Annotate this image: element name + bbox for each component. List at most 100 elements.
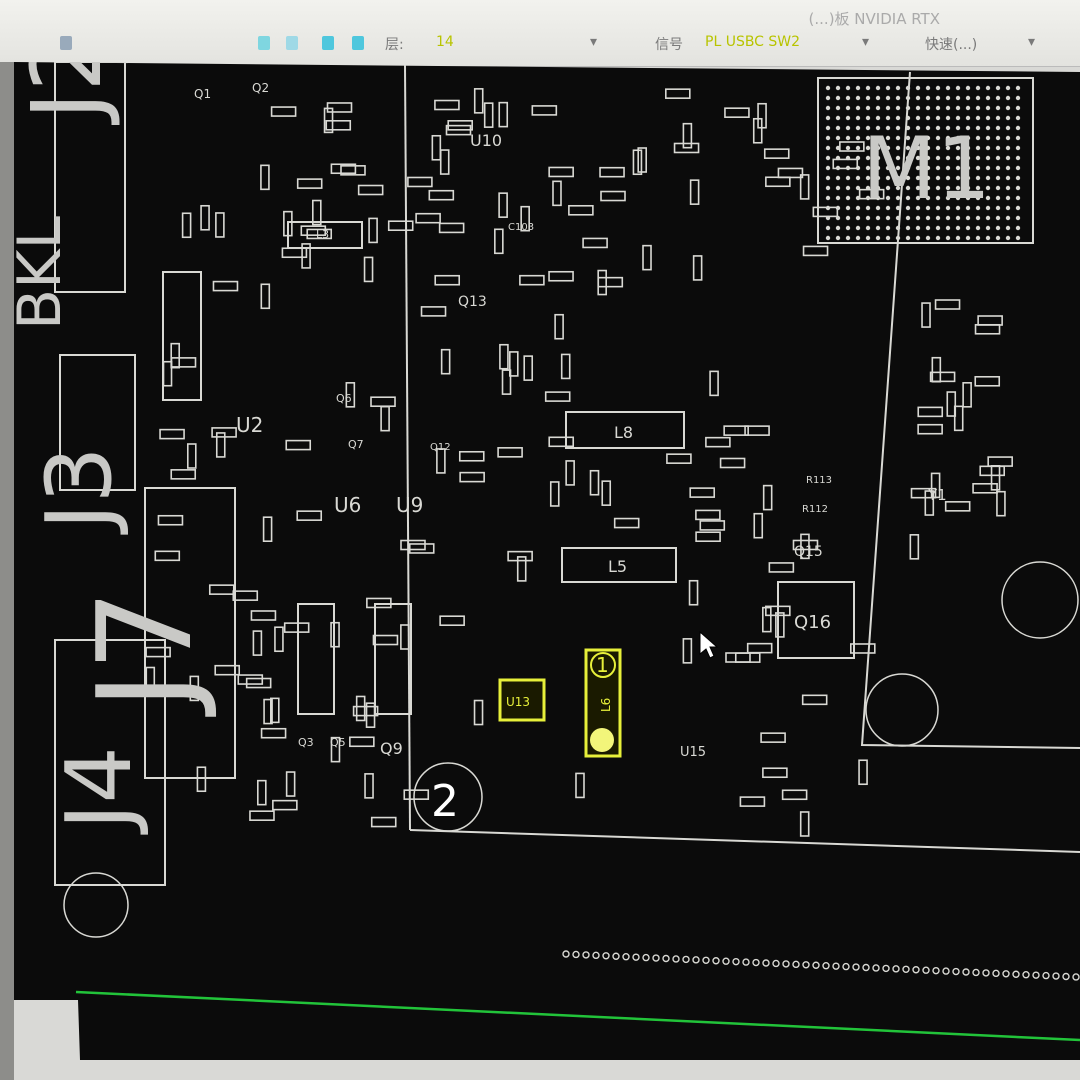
via [885,155,891,161]
smd-pad [719,457,746,469]
via [945,85,951,91]
via [825,135,831,141]
arrow-right-icon[interactable] [286,36,298,50]
smd-pad [157,514,184,526]
via [875,155,881,161]
highlight-l6[interactable] [584,648,622,758]
layer-label: 层: [385,37,404,53]
via [1015,215,1021,221]
via [835,125,841,131]
via [975,205,981,211]
via [875,85,881,91]
highlight-u13[interactable] [498,678,546,722]
smd-pad [357,184,384,196]
layer-dropdown-icon[interactable]: ▾ [590,34,598,50]
smd-pad [400,539,426,551]
via [955,145,961,151]
connector-j4: J4 [47,746,152,835]
smd-pads [145,88,1013,837]
via [885,235,891,241]
via [995,115,1001,121]
smd-pad [565,460,575,486]
layer-up-icon[interactable] [322,36,334,50]
via [885,185,891,191]
rail-via [642,953,650,962]
via [915,95,921,101]
smd-pad [762,767,788,779]
via [955,225,961,231]
via [985,115,991,121]
rail-via [932,966,940,975]
via [995,165,1001,171]
rail-via [692,956,700,964]
arrow-left-icon[interactable] [60,36,72,50]
smd-pad [554,313,564,340]
via [895,85,901,91]
smd-pad [250,610,277,621]
smd-pad [507,550,533,562]
via [865,175,871,181]
via [1015,105,1021,111]
net-dropdown-icon[interactable]: ▾ [862,34,870,50]
via [915,195,921,201]
layer-select[interactable]: 14 [436,34,454,50]
via [965,205,971,211]
via [935,145,941,151]
via [1015,185,1021,191]
smd-pad [775,612,785,638]
smd-pad [232,590,259,601]
rail-via [702,956,710,964]
smd-pad [260,164,270,191]
smd-pad [909,534,920,560]
via [915,155,921,161]
arrow-up-icon[interactable] [258,36,270,50]
via [865,125,871,131]
via [995,125,1001,131]
smd-pad [189,675,200,702]
rail-via [772,959,780,968]
via [925,235,931,241]
tool-label[interactable]: 快速(...) [925,37,978,53]
smd-pad [154,550,181,562]
via [825,105,831,111]
via [945,135,951,141]
layer-down-icon[interactable] [352,36,364,50]
smd-pad [215,212,225,238]
module-m1: M1 [862,119,991,219]
via [825,165,831,171]
smd-pad [812,206,839,218]
via [955,95,961,101]
via [945,205,951,211]
via [995,175,1001,181]
via [945,115,951,121]
smd-pad [849,643,876,654]
via [955,165,961,171]
smd-pad [285,771,296,797]
smd-pad [296,178,323,189]
smd-pad [181,212,192,239]
smd-pad [420,306,447,317]
via [915,115,921,121]
pcb-canvas[interactable]: J2 BKL J3 J7 J4 M1 2 1 U10 U2 U6 U9 U15 … [0,62,1080,1080]
via [995,185,1001,191]
m1-via-field [825,85,1021,241]
via [865,135,871,141]
smd-pad [408,543,435,554]
net-select[interactable]: PL USBC SW2 [705,34,801,50]
label-u2: U2 [236,413,263,437]
via [975,125,981,131]
via [825,125,831,131]
rail-via [792,960,800,969]
tool-dropdown-icon[interactable]: ▾ [1028,34,1036,50]
label-y1: Y1 [927,486,947,504]
smd-pad [306,228,333,240]
via [925,155,931,161]
smd-pad [473,699,484,726]
smd-pad [613,517,640,529]
smd-pad [260,283,271,310]
smd-pad [601,480,612,506]
via [835,235,841,241]
via [825,225,831,231]
via [835,135,841,141]
smd-pad [326,102,353,113]
